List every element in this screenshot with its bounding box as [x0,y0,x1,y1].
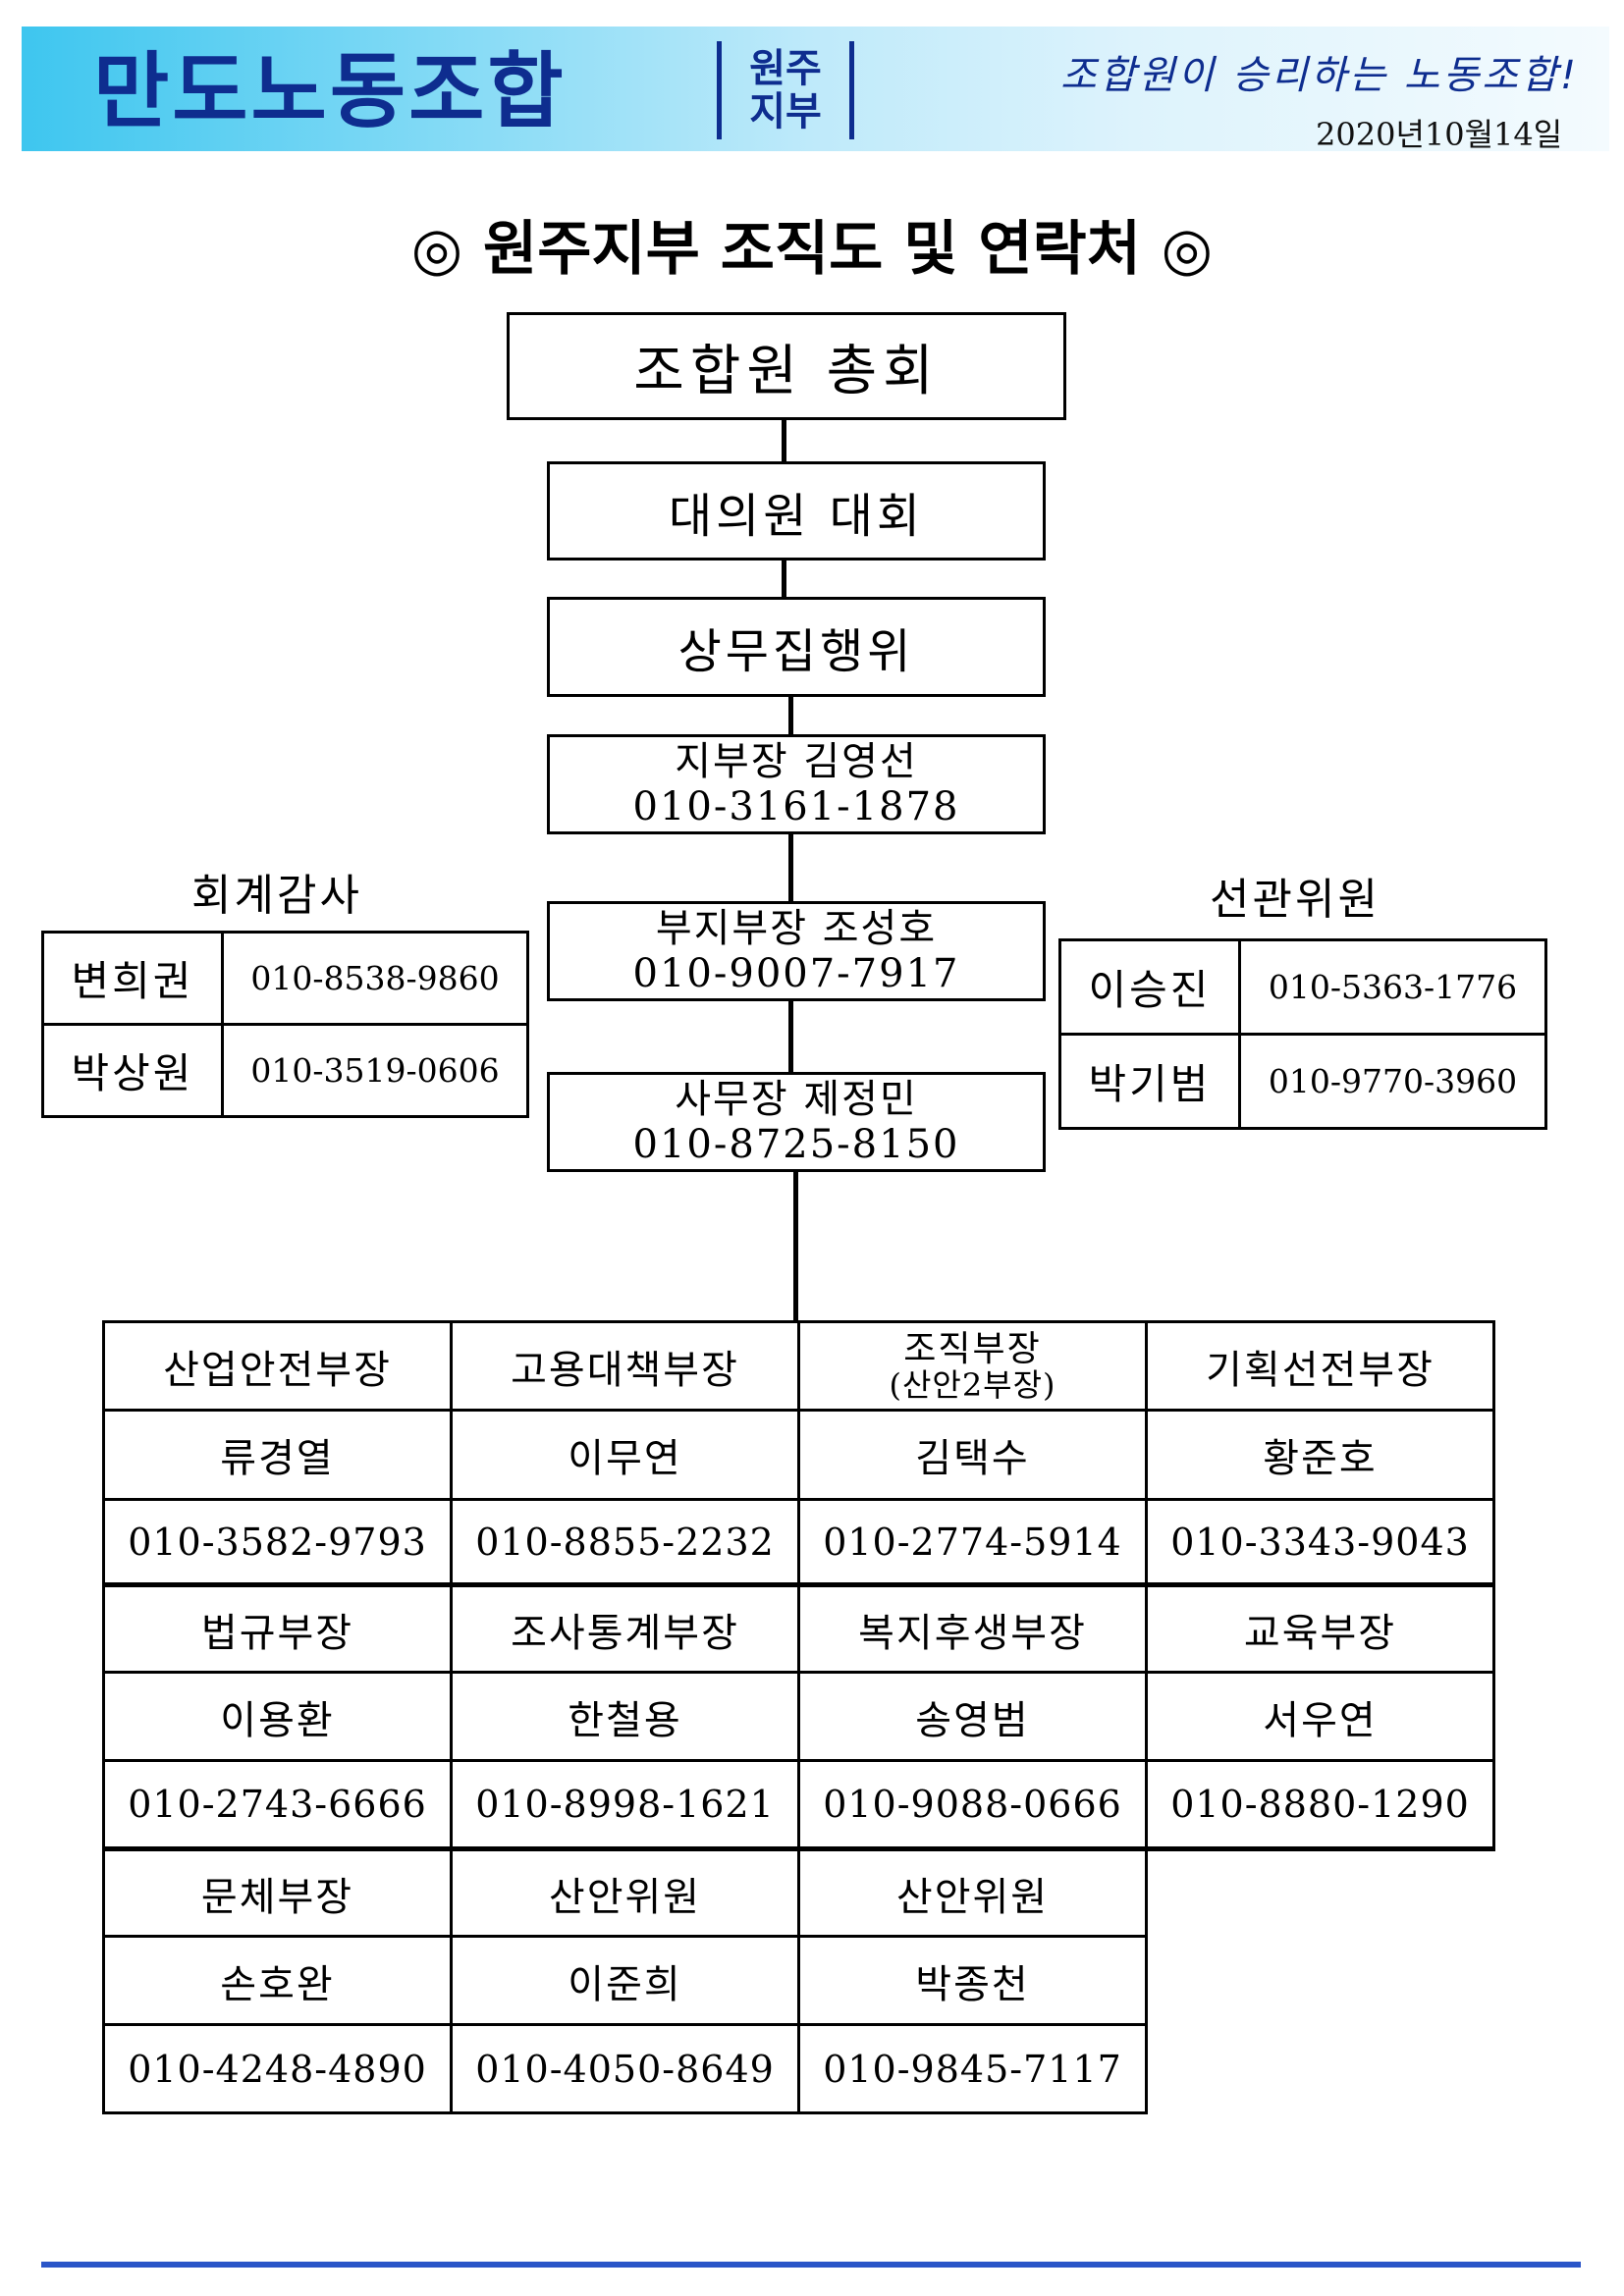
dept-title: 산업안전부장 [102,1320,453,1412]
election-member-name: 박기범 [1058,1033,1241,1130]
dept-head-phone: 010-8880-1290 [1145,1759,1495,1850]
dept-name-row: 손호완 이준희 박종천 [102,1935,1494,2026]
vice-chief-box: 부지부장 조성호 010-9007-7917 [547,901,1046,1001]
issue-date: 2020년10월14일 [1316,116,1563,153]
audit-member-phone: 010-3519-0606 [221,1023,529,1118]
general-assembly-label: 조합원 총회 [633,339,940,403]
connector-line [793,1171,798,1321]
branch-line-2: 지부 [749,89,822,134]
delegates-label: 대의원 대회 [668,488,925,544]
dept-title-row: 법규부장 조사통계부장 복지후생부장 교육부장 [102,1582,1495,1674]
chief-box: 지부장 김영선 010-3161-1878 [547,734,1046,834]
election-row: 이승진 010-5363-1776 [1058,938,1547,1036]
dept-title: 문체부장 [102,1846,453,1938]
empty-cell [1147,2025,1494,2113]
dept-head-name: 김택수 [797,1409,1148,1501]
page-title: ◎ 원주지부 조직도 및 연락처 ◎ [410,215,1214,284]
audit-member-name: 박상원 [41,1023,224,1118]
dept-head-phone: 010-2743-6666 [102,1759,453,1850]
dept-head-phone: 010-8855-2232 [450,1498,800,1586]
dept-head-phone: 010-2774-5914 [797,1498,1148,1586]
dept-title: 복지후생부장 [797,1582,1148,1674]
connector-line [782,420,786,464]
election-row: 박기범 010-9770-3960 [1058,1033,1547,1130]
dept-name-row: 류경열 이무연 김택수 황준호 [102,1409,1495,1501]
dept-title: 교육부장 [1145,1582,1495,1674]
connector-line [788,834,793,903]
dept-head-phone: 010-9088-0666 [797,1759,1148,1850]
audit-row: 변희권 010-8538-9860 [41,931,529,1026]
dept-head-name: 이준희 [450,1935,800,2026]
dept-head-name: 한철용 [450,1671,800,1762]
audit-member-name: 변희권 [41,931,224,1026]
dept-title: 법규부장 [102,1582,453,1674]
chief-title-name: 지부장 김영선 [675,739,918,784]
dept-title: 조사통계부장 [450,1582,800,1674]
vice-chief-title-name: 부지부장 조성호 [655,906,938,951]
dept-phone-row: 010-3582-9793 010-8855-2232 010-2774-591… [102,1498,1495,1586]
dept-title: 고용대책부장 [450,1320,800,1412]
dept-title-sub: (산안2부장) [889,1365,1056,1404]
connector-line [788,697,793,736]
dept-title-main: 조직부장 [903,1328,1042,1369]
dept-head-phone: 010-3582-9793 [102,1498,453,1586]
election-member-name: 이승진 [1058,938,1241,1036]
general-assembly-box: 조합원 총회 [507,312,1066,420]
empty-cell [1147,1937,1494,2025]
dept-head-name: 황준호 [1145,1409,1495,1501]
branch-line-1: 원주 [749,46,822,91]
dept-title-row: 산업안전부장 고용대책부장 조직부장 (산안2부장) 기획선전부장 [102,1320,1495,1412]
audit-title: 회계감사 [191,871,362,921]
executive-label: 상무집행위 [677,624,915,679]
dept-head-phone: 010-8998-1621 [450,1759,800,1850]
dept-head-phone: 010-4050-8649 [450,2023,800,2114]
election-member-phone: 010-9770-3960 [1238,1033,1547,1130]
dept-head-name: 박종천 [797,1935,1148,2026]
election-table: 이승진 010-5363-1776 박기범 010-9770-3960 [1058,938,1547,1130]
election-member-phone: 010-5363-1776 [1238,938,1547,1036]
dept-head-name: 손호완 [102,1935,453,2026]
audit-member-phone: 010-8538-9860 [221,931,529,1026]
election-title: 선관위원 [1210,875,1380,925]
departments-table: 산업안전부장 고용대책부장 조직부장 (산안2부장) 기획선전부장 류경열 이무… [102,1320,1495,2114]
union-name: 만도노동조합 [93,43,567,139]
delegates-box: 대의원 대회 [547,461,1046,561]
slogan: 조합원이 승리하는 노동조합! [1060,53,1580,98]
dept-title: 산안위원 [450,1846,800,1938]
executive-box: 상무집행위 [547,597,1046,697]
secretary-title-name: 사무장 제정민 [675,1077,918,1122]
dept-title: 기획선전부장 [1145,1320,1495,1412]
connector-line [788,1001,793,1075]
branch-badge: 원주 지부 [717,41,854,139]
dept-head-name: 송영범 [797,1671,1148,1762]
dept-head-name: 이용환 [102,1671,453,1762]
dept-head-phone: 010-3343-9043 [1145,1498,1495,1586]
dept-phone-row: 010-2743-6666 010-8998-1621 010-9088-066… [102,1759,1495,1850]
chief-phone: 010-3161-1878 [632,784,960,829]
dept-title: 산안위원 [797,1846,1148,1938]
dept-head-name: 서우연 [1145,1671,1495,1762]
audit-row: 박상원 010-3519-0606 [41,1023,529,1118]
dept-title: 조직부장 (산안2부장) [797,1320,1148,1412]
vice-chief-phone: 010-9007-7917 [632,951,960,996]
secretary-box: 사무장 제정민 010-8725-8150 [547,1072,1046,1172]
dept-phone-row: 010-4248-4890 010-4050-8649 010-9845-711… [102,2023,1494,2114]
dept-name-row: 이용환 한철용 송영범 서우연 [102,1671,1495,1762]
dept-head-name: 이무연 [450,1409,800,1501]
dept-title-row: 문체부장 산안위원 산안위원 [102,1846,1494,1938]
connector-line [782,560,786,599]
empty-cell [1146,1846,1494,1937]
dept-head-phone: 010-4248-4890 [102,2023,453,2114]
footer-rule [41,2262,1581,2268]
secretary-phone: 010-8725-8150 [632,1122,960,1167]
dept-head-phone: 010-9845-7117 [797,2023,1148,2114]
header-banner [22,27,1609,151]
dept-head-name: 류경열 [102,1409,453,1501]
audit-table: 변희권 010-8538-9860 박상원 010-3519-0606 [41,931,529,1118]
